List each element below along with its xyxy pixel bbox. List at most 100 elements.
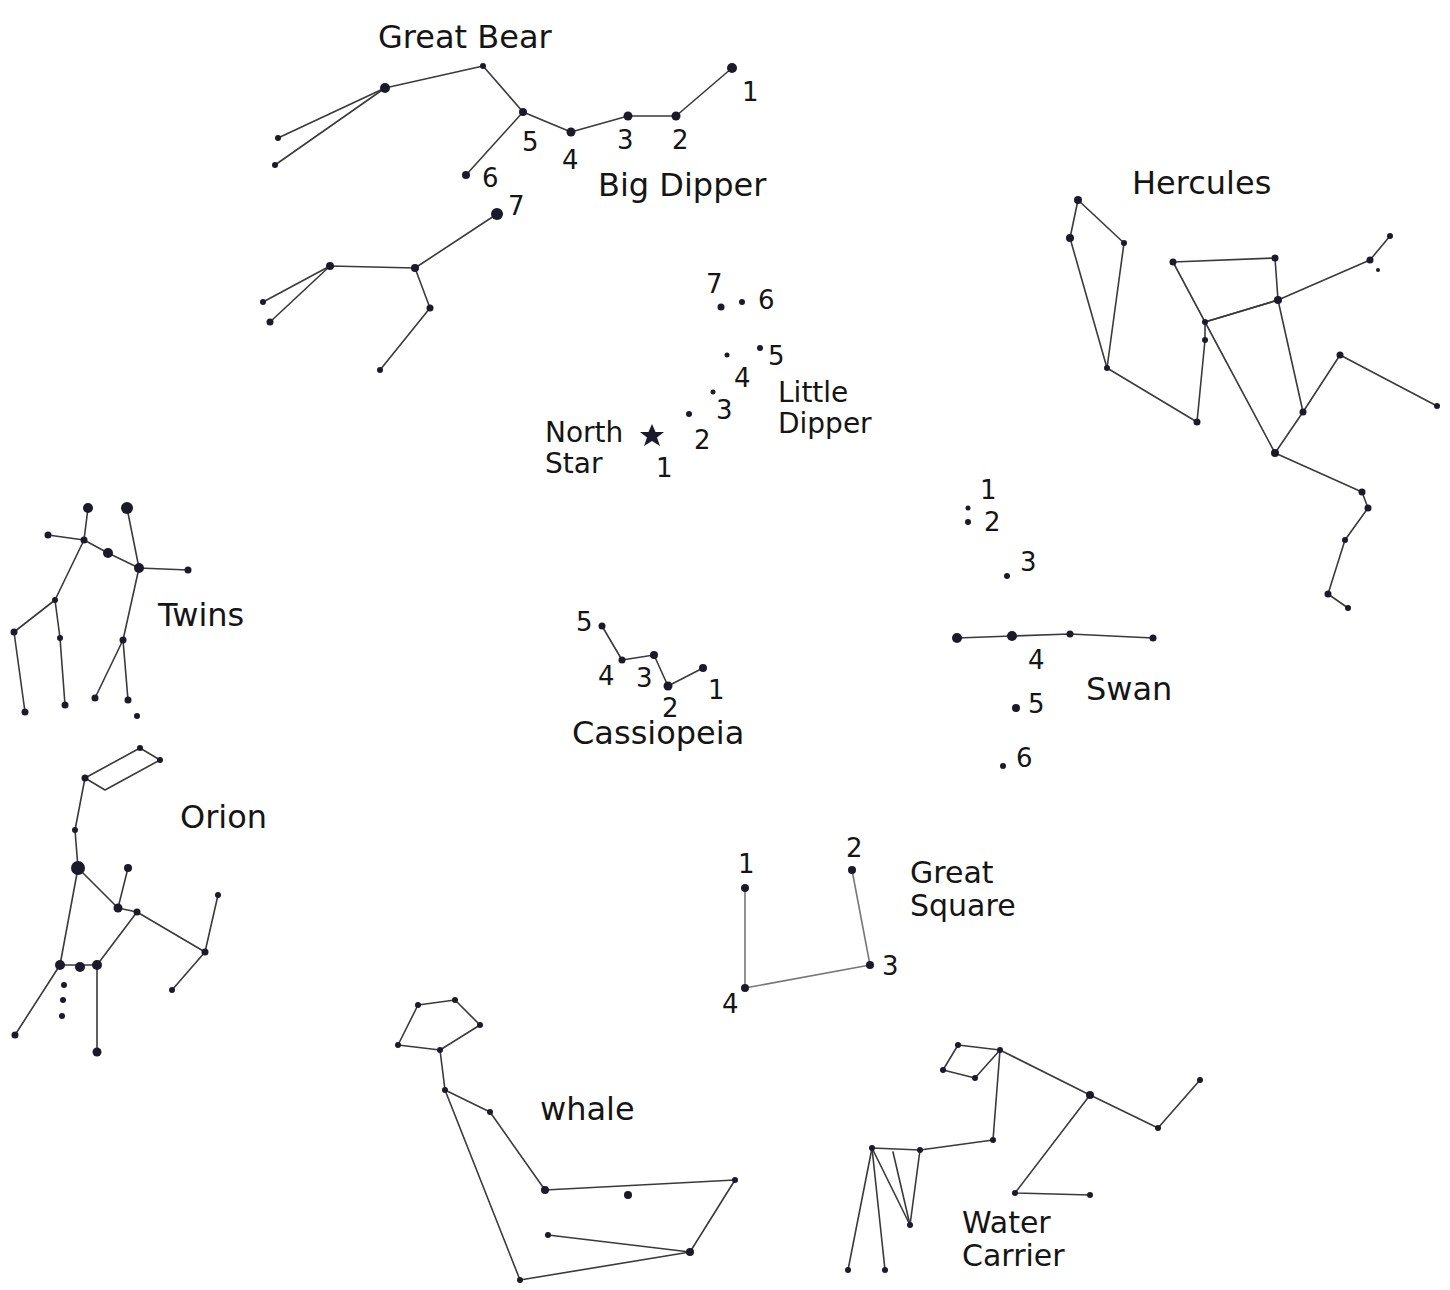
constellation-line (1173, 258, 1278, 322)
star-dot (952, 633, 962, 643)
star-dot (1434, 403, 1440, 409)
star-dot (725, 353, 730, 358)
star-dot (480, 63, 486, 69)
star-dot (990, 1137, 996, 1143)
star-dot (395, 1042, 401, 1048)
constellation-line (893, 1152, 910, 1225)
constellation-name: Hercules (1132, 166, 1271, 201)
star-dot (1000, 763, 1006, 769)
constellation-line (123, 640, 128, 700)
star-dot (169, 987, 175, 993)
star-dot (92, 960, 102, 970)
star-dot (1104, 365, 1110, 371)
star-dot (1067, 631, 1074, 638)
constellation-line (1275, 412, 1303, 453)
star-dot (71, 861, 85, 875)
constellation-line (118, 868, 128, 908)
star-dot (1325, 591, 1332, 598)
star-dot (882, 1267, 888, 1273)
constellation-line (872, 1148, 885, 1270)
constellation-name: Cassiopeia (572, 716, 744, 751)
star-dot (1066, 234, 1074, 242)
star-dot (907, 1222, 913, 1228)
star-number: 4 (562, 146, 579, 175)
constellation-line (957, 634, 1153, 638)
star-number: 2 (672, 126, 689, 155)
star-dot (757, 345, 763, 351)
star-dot (75, 962, 85, 972)
swan (952, 506, 1157, 770)
constellation-name: Water Carrier (962, 1206, 1122, 1272)
star-dot (1359, 489, 1366, 496)
star-dot (955, 1042, 961, 1048)
constellation-line (1000, 1050, 1200, 1128)
constellation-line (85, 748, 160, 790)
star-dot (1087, 1192, 1093, 1198)
star-dot (940, 1067, 946, 1073)
star-dot (121, 502, 133, 514)
star-dot (137, 745, 143, 751)
star-dot (1202, 337, 1208, 343)
star-dot (664, 682, 673, 691)
star-dot (619, 657, 626, 664)
constellation-line (55, 600, 65, 705)
star-dot (650, 651, 658, 659)
constellation-line (1015, 1095, 1090, 1195)
star-number: 3 (636, 664, 653, 693)
star-number: 7 (508, 192, 525, 221)
constellation-line (1205, 322, 1368, 608)
star-dot (1342, 537, 1348, 543)
constellation-line (48, 535, 84, 540)
star-dot (1272, 255, 1279, 262)
star-dot (60, 997, 66, 1003)
star-dot (739, 299, 745, 305)
star-dot (1086, 1091, 1094, 1099)
star-dot (22, 709, 29, 716)
constellation-line (275, 88, 385, 165)
star-number: 1 (738, 850, 755, 879)
star-number: 3 (617, 126, 634, 155)
star-number: 3 (1020, 548, 1037, 577)
constellation-line (172, 895, 218, 990)
star-dot (686, 411, 692, 417)
constellation-line (1070, 200, 1205, 422)
star-number: 5 (768, 342, 785, 371)
star-dot (124, 864, 132, 872)
star-dot (57, 635, 63, 641)
star-dot (917, 1147, 923, 1153)
star-dot (134, 909, 141, 916)
constellation-line (440, 1050, 735, 1280)
star-dot (741, 984, 749, 992)
constellation-line (270, 266, 330, 322)
star-dot (260, 299, 266, 305)
constellation-line (84, 508, 188, 570)
star-dot (45, 532, 52, 539)
constellation-line (95, 508, 139, 698)
star-dot (866, 961, 874, 969)
star-dot (462, 171, 470, 179)
star-dot (599, 623, 606, 630)
star-number: 1 (656, 454, 673, 483)
star-dot (1150, 635, 1157, 642)
pole-star-symbol (640, 424, 664, 446)
constellation-line (15, 868, 78, 1035)
star-dot (1012, 1190, 1018, 1196)
star-number: 2 (846, 834, 863, 863)
star-dot (380, 83, 390, 93)
star-number: 5 (576, 608, 593, 637)
star-dot (92, 695, 99, 702)
constellation-line (943, 1045, 1000, 1078)
star-dot (1387, 233, 1393, 239)
star-dot (1074, 196, 1082, 204)
star-dot (845, 1267, 851, 1273)
star-dot (215, 892, 221, 898)
star-number: 5 (522, 128, 539, 157)
star-dot (1197, 1077, 1203, 1083)
star-dot (711, 390, 716, 395)
star-number: 7 (706, 270, 723, 299)
star-dot (103, 548, 113, 558)
star-dot (869, 1145, 875, 1151)
star-number: 4 (1028, 646, 1045, 675)
star-dot (55, 960, 65, 970)
star-dot (1007, 631, 1017, 641)
